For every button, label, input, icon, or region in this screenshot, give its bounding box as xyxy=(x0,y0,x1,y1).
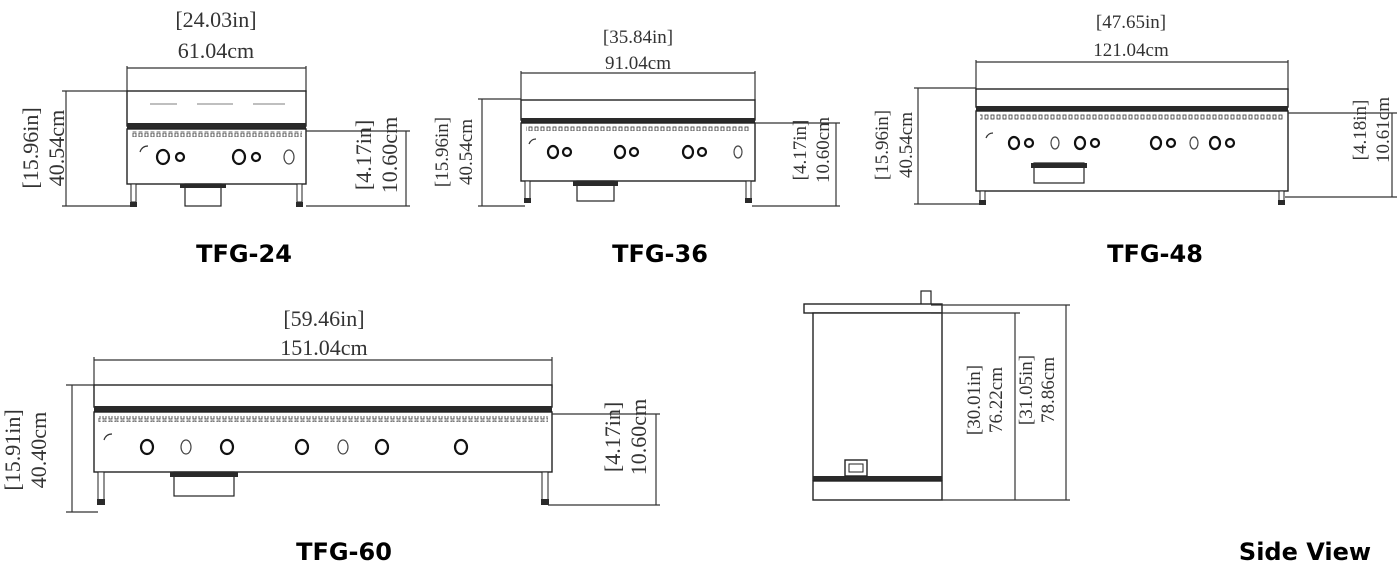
tfg-24-label: TFG-24 xyxy=(196,240,292,268)
tfg-36-height-cm: 40.54cm xyxy=(456,119,477,185)
tfg-60-plate-cm: 10.60cm xyxy=(626,399,651,475)
tfg-36-height-in: [15.96in] xyxy=(432,117,453,187)
tfg-48-width-cm: 121.04cm xyxy=(1093,40,1169,61)
tfg-48-plate-in: [4.18in] xyxy=(1350,100,1371,161)
tfg-24-width-cm: 61.04cm xyxy=(178,38,254,63)
side-view-total-in: [31.05in] xyxy=(1016,355,1037,425)
tfg-24-height-cm: 40.54cm xyxy=(44,110,69,186)
tfg-60-plate-in: [4.17in] xyxy=(600,402,625,472)
tfg-60-width-in: [59.46in] xyxy=(283,306,364,331)
tfg-36-plate-cm: 10.60cm xyxy=(813,117,834,183)
tfg-24-height-in: [15.96in] xyxy=(18,107,43,188)
tfg-48-height-cm: 40.54cm xyxy=(896,112,917,178)
tfg-24-plate-cm: 10.60cm xyxy=(377,117,402,193)
tfg-48-plate-cm: 10.61cm xyxy=(1373,97,1394,163)
tfg-36-width-cm: 91.04cm xyxy=(605,53,671,74)
side-view-depth-cm: 76.22cm xyxy=(986,367,1007,433)
tfg-36-plate-in: [4.17in] xyxy=(790,120,811,181)
tfg-24-width-in: [24.03in] xyxy=(175,7,256,32)
tfg-36-width-in: [35.84in] xyxy=(603,27,673,48)
tfg-24-plate-in: [4.17in] xyxy=(351,120,376,190)
tfg-48-drawing: [47.65in] 121.04cm [15.96in] 40.54cm [4.… xyxy=(872,12,1397,268)
tfg-36-drawing: [35.84in] 91.04cm [15.96in] 40.54cm [4.1… xyxy=(432,27,840,268)
side-view-drawing: [30.01in] 76.22cm [31.05in] 78.86cm Side… xyxy=(803,290,1371,565)
side-view-depth-in: [30.01in] xyxy=(964,365,985,435)
tfg-60-width-cm: 151.04cm xyxy=(280,335,367,360)
side-view-label: Side View xyxy=(1239,538,1371,565)
tfg-60-drawing: [59.46in] 151.04cm [15.91in] 40.40cm [4.… xyxy=(0,306,660,565)
tfg-48-width-in: [47.65in] xyxy=(1096,12,1166,33)
tfg-36-label: TFG-36 xyxy=(612,240,708,268)
tfg-24-drawing: [24.03in] 61.04cm [15.96in] 40.54cm [4.1… xyxy=(18,7,410,268)
tfg-60-height-in: [15.91in] xyxy=(0,409,25,490)
tfg-48-height-in: [15.96in] xyxy=(872,110,893,180)
tfg-48-label: TFG-48 xyxy=(1107,240,1203,268)
tfg-60-height-cm: 40.40cm xyxy=(26,412,51,488)
side-view-total-cm: 78.86cm xyxy=(1038,357,1059,423)
tfg-60-label: TFG-60 xyxy=(296,538,392,565)
